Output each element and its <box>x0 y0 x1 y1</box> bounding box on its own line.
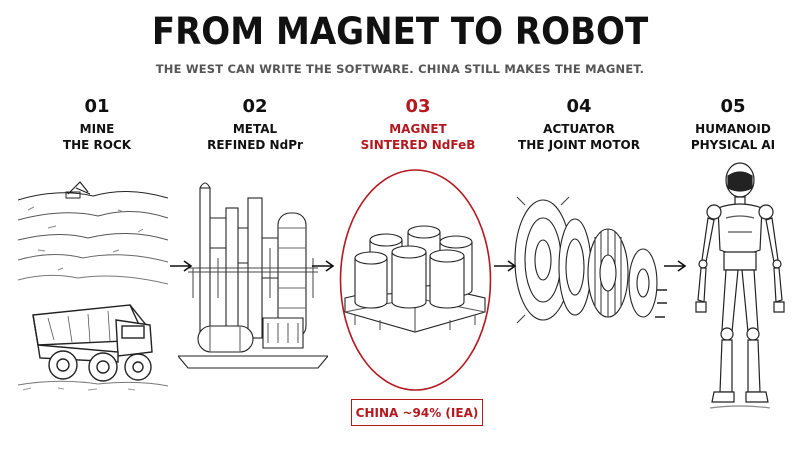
stage-1-label: 01 MINE THE ROCK <box>22 96 172 153</box>
stage-2-label: 02 METAL REFINED NdPr <box>180 96 330 153</box>
china-share-callout: CHINA ~94% (IEA) <box>351 399 483 426</box>
stage-4-title: ACTUATOR <box>543 122 615 136</box>
stage-1-title: MINE <box>79 122 115 136</box>
stage-5-title: HUMANOID <box>695 122 771 136</box>
stage-3-subtitle: SINTERED NdFeB <box>360 138 476 152</box>
humanoid-robot-icon <box>695 162 785 409</box>
arrow-right-icon <box>664 260 687 272</box>
stage-1-subtitle: THE ROCK <box>62 138 132 152</box>
stage-1-number: 01 <box>84 96 110 117</box>
stage-4-number: 04 <box>566 96 592 117</box>
refinery-icon <box>178 182 328 369</box>
stage-2-number: 02 <box>242 96 268 117</box>
stage-2-subtitle: REFINED NdPr <box>207 138 303 152</box>
stage-4-subtitle: THE JOINT MOTOR <box>518 138 640 152</box>
page-title: FROM MAGNET TO ROBOT <box>151 10 649 53</box>
stage-4-label: 04 ACTUATOR THE JOINT MOTOR <box>504 96 654 153</box>
stage-3-label: 03 MAGNET SINTERED NdFeB <box>343 96 493 153</box>
arrow-right-icon <box>494 260 517 272</box>
stage-2-title: METAL <box>232 122 278 136</box>
stage-5-label: 05 HUMANOID PHYSICAL AI <box>658 96 800 153</box>
stage-5-subtitle: PHYSICAL AI <box>690 138 776 152</box>
stage-3-title: MAGNET <box>389 122 447 136</box>
motor-exploded-icon <box>514 196 667 324</box>
arrow-right-icon <box>312 260 335 272</box>
highlight-oval <box>339 169 492 391</box>
mining-truck-icon <box>18 181 168 391</box>
stage-3-number: 03 <box>405 96 431 117</box>
page-subtitle: THE WEST CAN WRITE THE SOFTWARE. CHINA S… <box>155 62 645 76</box>
arrow-right-icon <box>170 260 193 272</box>
stage-5-number: 05 <box>720 96 746 117</box>
magnet-pallet-icon <box>344 225 486 333</box>
